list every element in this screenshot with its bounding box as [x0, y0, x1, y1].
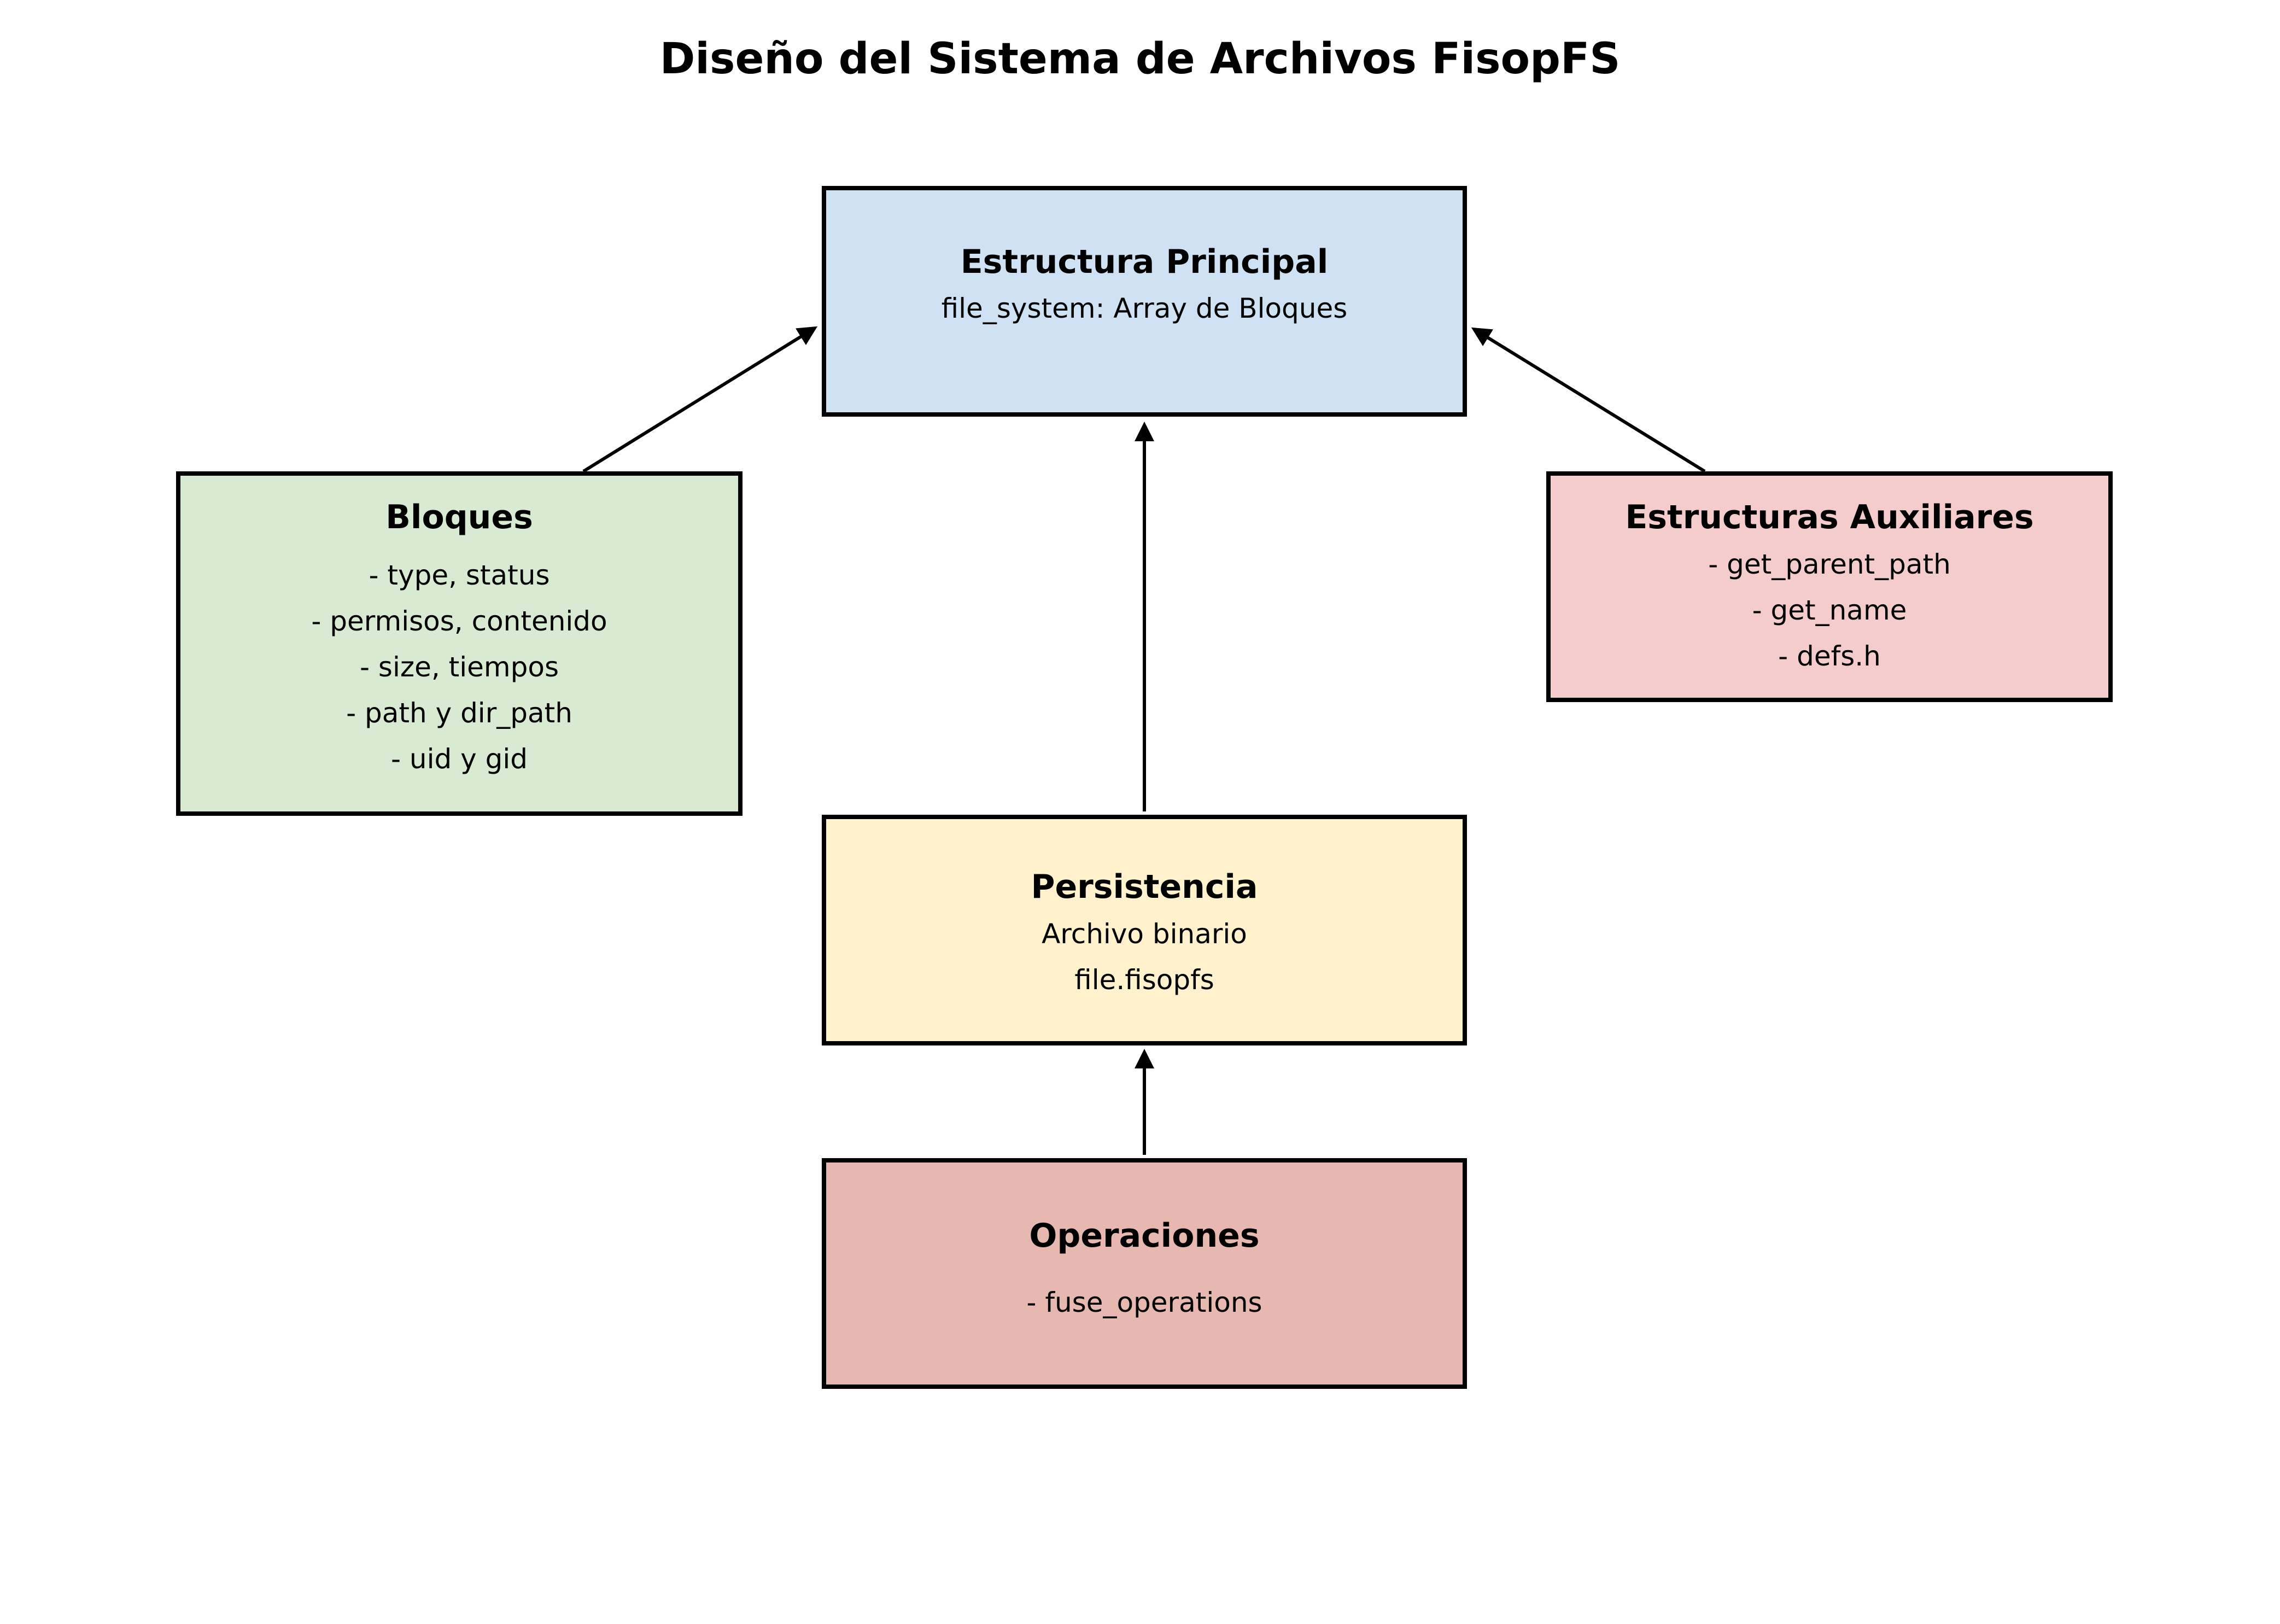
box-line: file.fisopfs [1074, 964, 1214, 996]
box-line: Archivo binario [1042, 918, 1247, 950]
box-title: Bloques [385, 498, 533, 536]
box-line: - get_name [1752, 594, 1907, 626]
box-estructura-principal: Estructura Principal file_system: Array … [822, 186, 1467, 417]
box-persistencia: Persistencia Archivo binario file.fisopf… [822, 815, 1467, 1045]
box-line: - get_parent_path [1708, 548, 1951, 580]
box-estructuras-auxiliares: Estructuras Auxiliares - get_parent_path… [1546, 471, 2113, 702]
box-bloques: Bloques - type, status - permisos, conte… [176, 471, 743, 816]
box-line: - uid y gid [391, 743, 528, 775]
box-title: Estructura Principal [960, 243, 1329, 281]
box-line: - size, tiempos [359, 651, 559, 683]
diagram-title: Diseño del Sistema de Archivos FisopFS [659, 34, 1621, 84]
box-title: Operaciones [1029, 1217, 1260, 1255]
box-line: - defs.h [1778, 640, 1881, 672]
box-line: file_system: Array de Bloques [941, 293, 1348, 324]
box-line: - permisos, contenido [311, 605, 607, 637]
box-operaciones: Operaciones - fuse_operations [822, 1158, 1467, 1389]
box-title: Estructuras Auxiliares [1625, 498, 2034, 536]
box-title: Persistencia [1031, 868, 1258, 906]
box-line: - type, status [369, 559, 550, 591]
arrow-auxiliares-to-principal [1471, 327, 1706, 473]
box-line: - fuse_operations [1026, 1287, 1262, 1318]
box-line: - path y dir_path [346, 697, 572, 729]
arrow-bloques-to-principal [582, 326, 818, 473]
